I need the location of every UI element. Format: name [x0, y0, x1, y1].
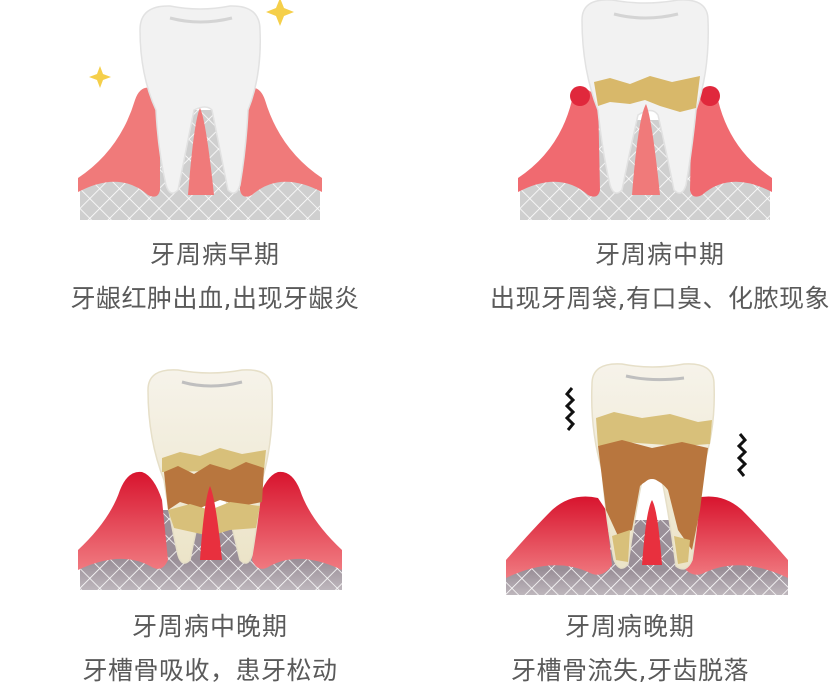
stage-title: 牙周病晚期: [564, 612, 695, 641]
stage-early: 牙周病早期 牙龈红肿出血,出现牙龈炎: [0, 0, 420, 330]
tooth-tartar-icon: [510, 0, 780, 225]
stage-early-caption: 牙周病早期 牙龈红肿出血,出现牙龈炎: [0, 238, 430, 316]
stage-late-caption: 牙周病晚期 牙槽骨流失,牙齿脱落: [420, 610, 840, 688]
stage-middle-caption: 牙周病中期 出现牙周袋,有口臭、化脓现象: [450, 238, 840, 316]
stage-middle-late: 牙周病中晚期 牙槽骨吸收，患牙松动: [0, 360, 420, 700]
stage-description: 牙槽骨吸收，患牙松动: [82, 656, 338, 685]
wiggle-mark-icon: [564, 387, 576, 431]
stage-late: 牙周病晚期 牙槽骨流失,牙齿脱落: [420, 360, 840, 700]
stage-middle-late-caption: 牙周病中晚期 牙槽骨吸收，患牙松动: [0, 610, 420, 688]
stage-description: 牙龈红肿出血,出现牙龈炎: [70, 284, 360, 313]
stage-description: 出现牙周袋,有口臭、化脓现象: [490, 284, 830, 313]
tooth-healthy-sparkle-icon: [70, 0, 330, 225]
tooth-loose-icon: [502, 360, 792, 595]
stage-title: 牙周病早期: [149, 240, 280, 269]
stage-title: 牙周病中晚期: [131, 612, 288, 641]
tooth-bone-loss-icon: [70, 360, 350, 590]
stage-middle: 牙周病中期 出现牙周袋,有口臭、化脓现象: [420, 0, 840, 330]
stage-title: 牙周病中期: [594, 240, 725, 269]
stage-description: 牙槽骨流失,牙齿脱落: [511, 656, 749, 685]
wiggle-mark-icon: [736, 433, 748, 477]
